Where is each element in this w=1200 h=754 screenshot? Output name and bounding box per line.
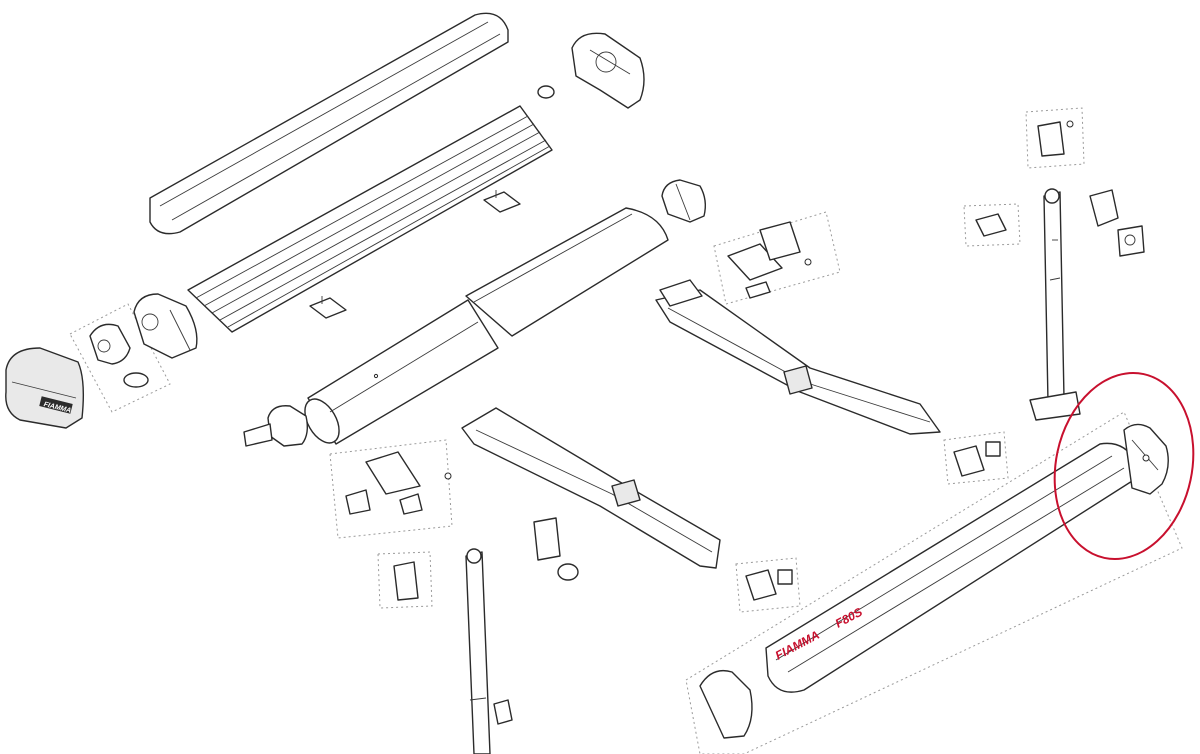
leg-top-bracket-inset	[1025, 107, 1085, 169]
arm-end-bracket-inset	[943, 431, 1009, 485]
rail-clip-upper	[483, 190, 521, 213]
leg-side-bracket	[1089, 189, 1145, 257]
arm-bracket-inset-upper	[713, 211, 841, 305]
pulley-inset	[69, 303, 171, 413]
leg-pad-inset	[963, 203, 1021, 247]
end-bracket-casting	[537, 32, 645, 109]
right-support-arm	[655, 279, 941, 435]
support-leg-lower-left	[465, 548, 513, 754]
roller-end-cap-upper	[661, 179, 707, 223]
arm-lower-bracket-inset	[735, 557, 801, 613]
lower-bracket-inset	[329, 439, 453, 539]
left-end-cover: FIAMMA	[5, 347, 85, 429]
leg-lower-bracket-inset	[377, 551, 433, 609]
left-support-arm	[461, 407, 721, 569]
rail-clip-lower	[309, 296, 347, 319]
front-cover-profile	[149, 12, 509, 235]
roller-end-cap-lower	[243, 405, 309, 447]
highlight-circle	[1053, 371, 1195, 561]
roller-tube	[304, 299, 499, 445]
canopy-section	[465, 207, 669, 337]
highlighted-end-cap	[1123, 423, 1169, 495]
support-leg-upper-right	[1029, 188, 1081, 421]
gear-housing	[133, 293, 198, 359]
support-rail-profile	[187, 105, 553, 333]
middle-small-bracket	[533, 517, 579, 581]
